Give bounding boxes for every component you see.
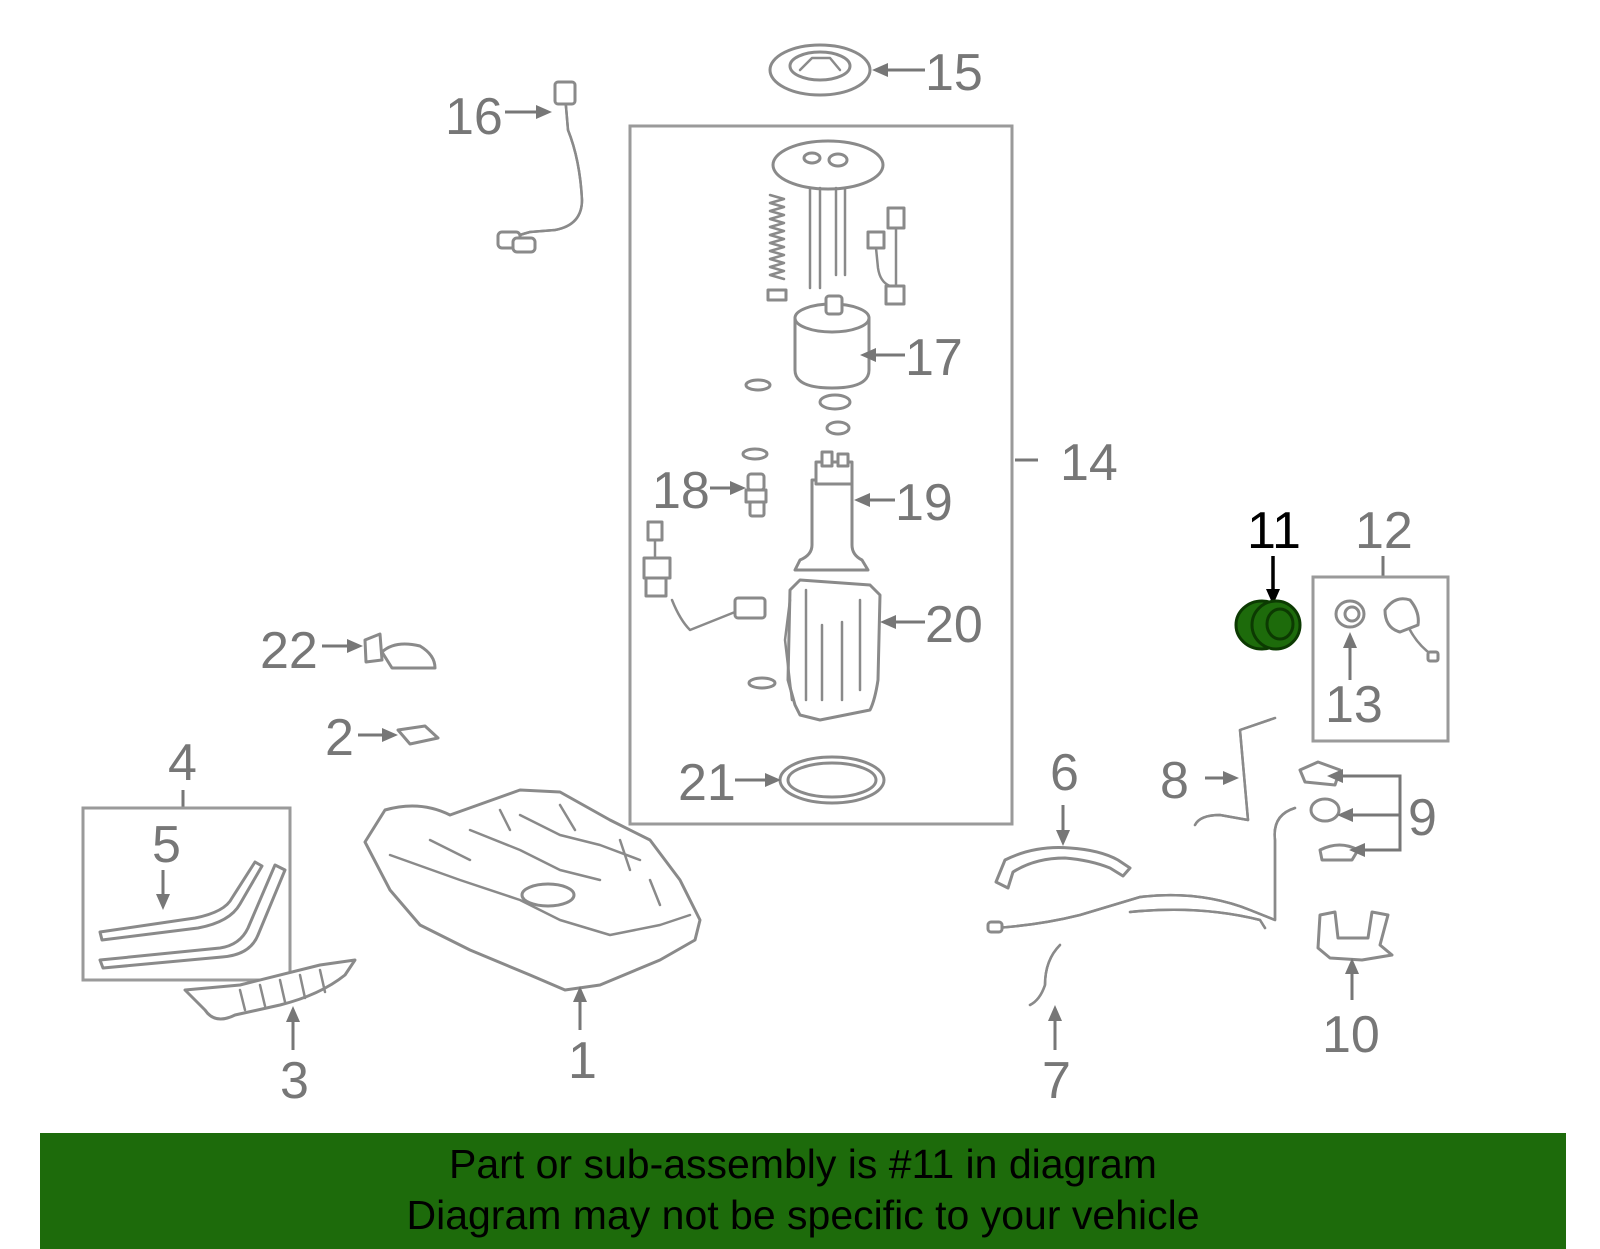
part-3-heat-shield[interactable] xyxy=(183,958,357,1021)
seal-b xyxy=(818,393,852,411)
callout-1[interactable]: 1 xyxy=(568,1032,597,1090)
callout-15[interactable]: 15 xyxy=(925,44,983,102)
part-20-reservoir[interactable] xyxy=(783,578,882,722)
part-17-fuel-filter[interactable] xyxy=(793,294,871,390)
callout-13[interactable]: 13 xyxy=(1325,676,1383,734)
part-18-pressure-regulator[interactable] xyxy=(744,472,768,518)
callout-18[interactable]: 18 xyxy=(652,462,710,520)
callout-8[interactable]: 8 xyxy=(1160,752,1189,810)
part-5-strap[interactable] xyxy=(98,860,287,970)
seal-d xyxy=(741,447,769,461)
info-banner: Part or sub-assembly is #11 in diagram D… xyxy=(40,1133,1566,1249)
callout-2[interactable]: 2 xyxy=(325,709,354,767)
callout-4[interactable]: 4 xyxy=(168,734,197,792)
banner-line-2: Diagram may not be specific to your vehi… xyxy=(406,1192,1200,1238)
part-10-bracket[interactable] xyxy=(1316,910,1394,962)
seal-c xyxy=(825,420,851,436)
part-11-filler-neck-seal[interactable] xyxy=(1234,599,1302,651)
callout-17[interactable]: 17 xyxy=(905,329,963,387)
pump-top-plate xyxy=(766,139,906,306)
callout-21[interactable]: 21 xyxy=(678,754,736,812)
part-2-pad[interactable] xyxy=(396,724,440,746)
callout-22[interactable]: 22 xyxy=(260,622,318,680)
callout-11[interactable]: 11 xyxy=(1247,502,1301,560)
callout-10[interactable]: 10 xyxy=(1322,1006,1380,1064)
callout-20[interactable]: 20 xyxy=(925,596,983,654)
callout-5[interactable]: 5 xyxy=(152,816,181,874)
part-13-gasket[interactable] xyxy=(1334,599,1366,629)
seal-e xyxy=(747,676,777,690)
callout-3[interactable]: 3 xyxy=(280,1052,309,1110)
part-6-hose[interactable] xyxy=(994,846,1132,890)
callout-19[interactable]: 19 xyxy=(895,474,953,532)
callout-7[interactable]: 7 xyxy=(1042,1052,1071,1110)
part-22-clip[interactable] xyxy=(363,632,437,670)
seal-a xyxy=(744,378,772,392)
part-21-gasket[interactable] xyxy=(778,755,886,805)
part-16-wire-harness[interactable] xyxy=(496,80,584,254)
callout-6[interactable]: 6 xyxy=(1050,744,1079,802)
part-19-fuel-pump[interactable] xyxy=(793,450,870,572)
part-1-fuel-tank[interactable] xyxy=(363,788,702,992)
callout-16[interactable]: 16 xyxy=(445,88,503,146)
assembly-14-box xyxy=(628,124,1014,826)
callout-14[interactable]: 14 xyxy=(1060,434,1118,492)
part-15-lock-ring[interactable] xyxy=(768,43,872,97)
part-8-breather-tube[interactable] xyxy=(1193,716,1277,827)
assembly-12-box xyxy=(1311,575,1450,743)
callout-12[interactable]: 12 xyxy=(1355,502,1413,560)
callout-9[interactable]: 9 xyxy=(1408,789,1437,847)
banner-line-1: Part or sub-assembly is #11 in diagram xyxy=(449,1141,1157,1187)
fuel-level-sender xyxy=(642,520,767,632)
part-12-fuel-cap[interactable] xyxy=(1383,597,1440,663)
part-7-hose[interactable] xyxy=(1028,943,1062,1007)
assembly-4-box xyxy=(81,806,292,982)
